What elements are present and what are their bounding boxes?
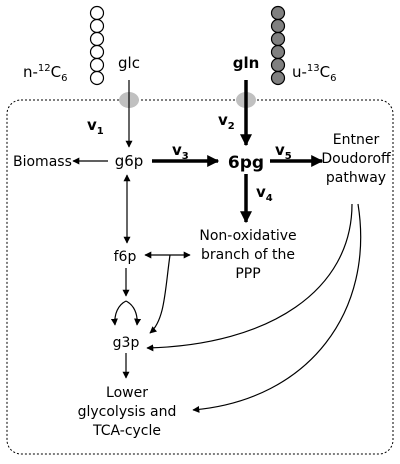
glutamine-label-text: u-13C6 bbox=[292, 63, 337, 84]
carbon-atom-labeled bbox=[270, 70, 286, 86]
ed-to-g3p-curve bbox=[146, 203, 353, 352]
noxppp-line2: branch of the bbox=[201, 247, 295, 263]
f6p-node: f6p bbox=[114, 249, 137, 265]
v5-label: v5 bbox=[275, 141, 292, 162]
noxppp-line1: Non-oxidative bbox=[199, 228, 296, 244]
v3-label: v3 bbox=[172, 141, 189, 162]
carbon-atom bbox=[89, 44, 105, 60]
lower-glycolysis-line2: glycolysis and bbox=[78, 404, 177, 420]
carbon-atom bbox=[89, 31, 105, 47]
f6p-split-right-arrow bbox=[125, 300, 142, 326]
carbon-atom-labeled bbox=[270, 57, 286, 73]
f6p-split-left-arrow bbox=[110, 300, 127, 326]
carbon-atom-labeled bbox=[270, 31, 286, 47]
g6p-node: g6p bbox=[115, 152, 144, 170]
carbon-atom bbox=[89, 5, 105, 21]
6pg-node: 6pg bbox=[228, 153, 264, 173]
biomass-node: Biomass bbox=[13, 154, 72, 170]
noxppp-line3: PPP bbox=[235, 266, 260, 282]
v4-label: v4 bbox=[256, 183, 273, 204]
glutamine-carbon-chain bbox=[270, 5, 286, 86]
lower-glycolysis-line1: Lower bbox=[106, 385, 148, 401]
carbon-atom-labeled bbox=[270, 18, 286, 34]
carbon-atom bbox=[89, 18, 105, 34]
gln-label: gln bbox=[233, 54, 260, 72]
carbon-atom-labeled bbox=[270, 5, 286, 21]
carbon-atom-labeled bbox=[270, 44, 286, 60]
glucose-carbon-chain bbox=[89, 5, 105, 86]
noxppp-to-g3p-arrow bbox=[149, 254, 171, 334]
ed-pathway-line3: pathway bbox=[326, 170, 386, 186]
v1-label: v1 bbox=[87, 116, 104, 137]
ed-pathway-line1: Entner bbox=[333, 132, 380, 148]
carbon-atom bbox=[89, 57, 105, 73]
ed-to-lower-glycolysis-curve bbox=[192, 203, 362, 413]
glucose-label-text: n-12C6 bbox=[23, 63, 68, 84]
glc-label: glc bbox=[118, 54, 140, 72]
g3p-node: g3p bbox=[113, 335, 140, 351]
v2-label: v2 bbox=[218, 111, 235, 132]
carbon-atom bbox=[89, 70, 105, 86]
ed-pathway-line2: Doudoroff bbox=[321, 151, 391, 167]
lower-glycolysis-line3: TCA-cycle bbox=[92, 423, 161, 439]
